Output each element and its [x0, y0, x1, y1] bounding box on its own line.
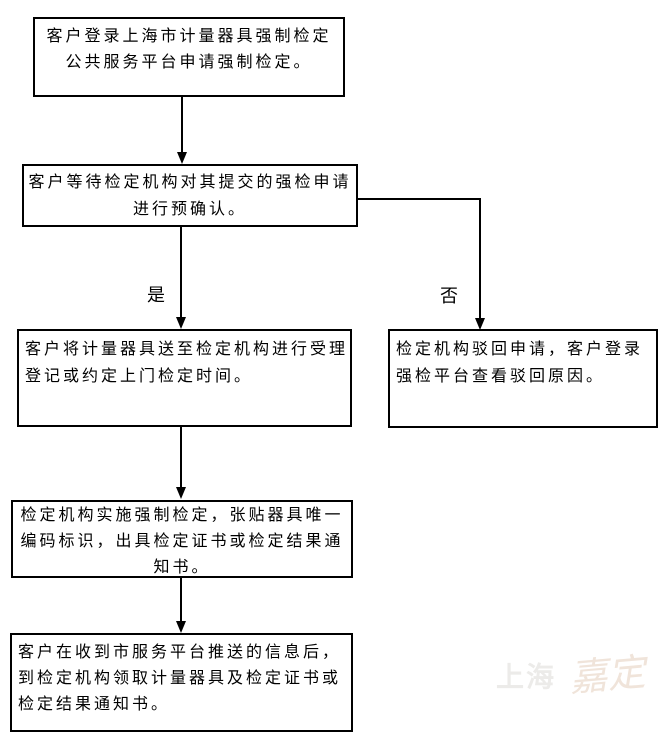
- arrow-wait-to-send-yes-branch: [176, 227, 186, 329]
- branch-label-no: 否: [440, 286, 458, 307]
- watermark: 上海 嘉定: [496, 648, 647, 703]
- arrow-apply-to-wait: [177, 97, 187, 164]
- flow-step-rejected: 检定机构驳回申请，客户登录 强检平台查看驳回原因。: [388, 329, 658, 428]
- arrow-send-to-verify: [176, 427, 186, 499]
- watermark-plain-text: 上海: [496, 660, 557, 694]
- branch-label-yes: 是: [147, 285, 165, 306]
- arrow-wait-to-reject-no-branch: [358, 198, 485, 330]
- flow-step-perform-verification: 检定机构实施强制检定，张贴器具唯一 编码标识，出具检定证书或检定结果通 知书。: [11, 500, 353, 578]
- flow-step-apply: 客户登录上海市计量器具强制检定 公共服务平台申请强制检定。: [33, 17, 345, 97]
- flow-step-send-instrument: 客户将计量器具送至检定机构进行受理 登记或约定上门检定时间。: [17, 329, 352, 427]
- watermark-script-text: 嘉定: [567, 649, 648, 701]
- flow-step-collect-results: 客户在收到市服务平台推送的信息后， 到检定机构领取计量器具及检定证书或 检定结果…: [10, 633, 353, 732]
- flow-step-wait-preconfirm: 客户等待检定机构对其提交的强检申请 进行预确认。: [22, 164, 358, 227]
- arrow-verify-to-collect: [176, 578, 186, 633]
